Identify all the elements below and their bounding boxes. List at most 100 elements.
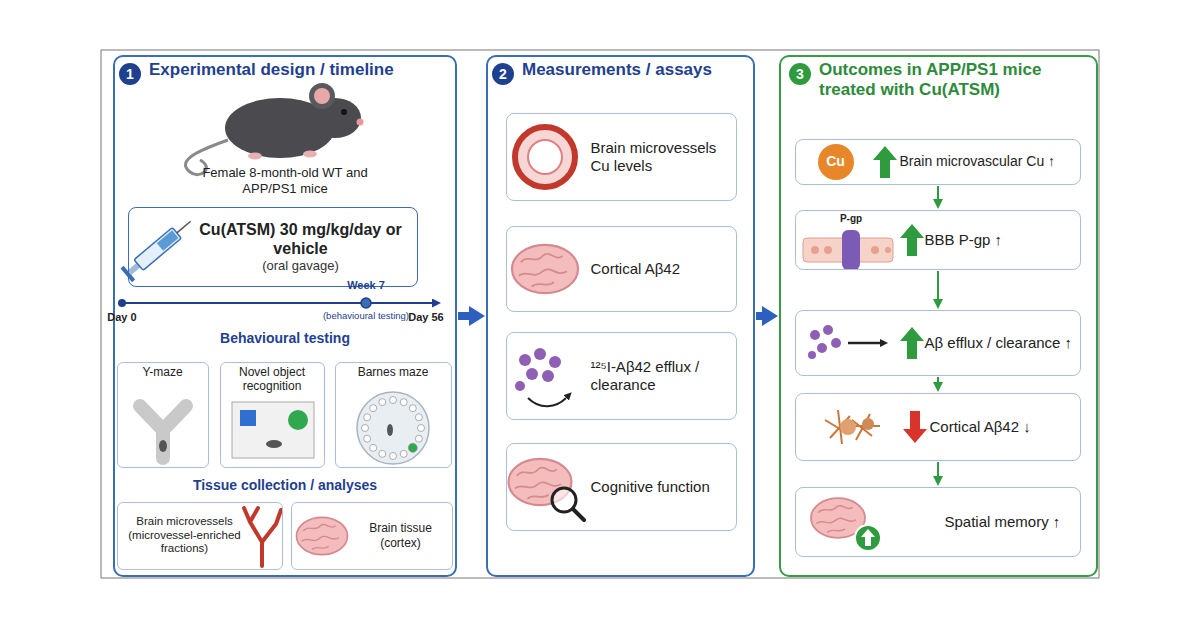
assay-box: ¹²⁵I-Aβ42 efflux / clearance [506, 332, 737, 420]
novel-object-icon [240, 410, 256, 426]
text-area: 2 [492, 63, 514, 85]
barnes-maze-icon [379, 450, 386, 457]
outer-frame [101, 50, 1099, 578]
text-area: Spatial memory ↑ [945, 489, 1077, 555]
bbb-membrane-icon [824, 246, 832, 254]
flow-arrow [937, 186, 939, 199]
barnes-maze-icon [400, 399, 407, 406]
text-area: Y-maze [119, 365, 207, 397]
increase-arrow [900, 224, 924, 256]
tissue-box-text: Brain tissue (cortex) [353, 521, 449, 550]
text-area: Barnes maze [337, 365, 450, 397]
efflux-icon [831, 338, 841, 348]
barnes-maze-icon [364, 435, 371, 442]
copper-circle-text: Cu [818, 153, 854, 170]
novel-object-icon [232, 402, 314, 458]
text-area: Novel object recognition [222, 365, 323, 399]
mouse-illustration [248, 153, 262, 160]
plaque-icon [840, 419, 856, 435]
assay-box: Cognitive function [506, 443, 737, 531]
test-box-text: Novel object recognition [222, 365, 323, 394]
microvessel-icon [244, 508, 281, 566]
memory-icon [855, 525, 881, 551]
syringe-icon [121, 214, 197, 282]
amyloid-dots-icon [515, 348, 566, 406]
panel-text: Outcomes in APP/PS1 mice treated with Cu… [819, 60, 1069, 101]
brain-icon [297, 517, 348, 554]
copper-circle: Cu [818, 144, 854, 180]
text-area: Measurements / assays [522, 60, 747, 88]
test-box: Barnes maze [335, 362, 452, 468]
barnes-maze-icon [390, 397, 397, 404]
amyloid-dots-icon [549, 356, 561, 368]
section-heading: Behavioural testing [185, 330, 385, 347]
plaque-icon [862, 418, 874, 430]
assay-box-text: ¹²⁵I-Aβ42 efflux / clearance [591, 358, 731, 394]
amyloid-dots-icon [515, 381, 525, 391]
novel-object-icon [232, 402, 314, 458]
vessel-ring-icon [528, 140, 562, 174]
panel: Outcomes in APP/PS1 mice treated with Cu… [779, 55, 1098, 577]
barnes-maze-icon [387, 424, 393, 436]
increase-arrow [873, 146, 897, 178]
step-number-text: 1 [119, 66, 141, 83]
mouse-illustration [303, 151, 317, 158]
y-maze-icon [140, 406, 186, 458]
y-maze-icon [159, 440, 167, 452]
text-area: Brain microvessels (microvessel-enriched… [121, 506, 249, 566]
flow-arrow [937, 462, 939, 476]
y-maze-icon [156, 430, 170, 458]
timeline [122, 302, 432, 304]
text-area: BBB P-gp ↑ [925, 212, 1077, 268]
efflux-icon [848, 342, 880, 345]
efflux-icon [810, 330, 820, 340]
panel-text: Measurements / assays [522, 60, 747, 80]
brain-icon [512, 245, 578, 293]
barnes-maze-icon [364, 414, 371, 421]
timeline [361, 298, 371, 308]
protein-label: P-gp [826, 213, 876, 225]
cognition-icon [509, 459, 585, 520]
flow-arrow [937, 377, 939, 382]
text-area: Cognitive function [591, 447, 731, 527]
timeline-note: (behavioural testing) [309, 310, 423, 321]
outcome-box: BBB P-gp ↑ [795, 210, 1081, 270]
plaque-icon [825, 410, 880, 444]
mouse-illustration [341, 109, 347, 115]
outcome-box: Aβ efflux / clearance ↑ [795, 310, 1081, 376]
text-area: Cortical Aβ42 [591, 230, 731, 308]
test-box: Y-maze [117, 362, 209, 468]
amyloid-dots-icon [528, 398, 566, 406]
syringe-icon [177, 221, 191, 233]
bbb-membrane-icon [871, 246, 879, 254]
flow-arrow [458, 312, 469, 320]
outcome-box-text: Spatial memory ↑ [945, 513, 1077, 531]
bbb-membrane-icon [811, 246, 819, 254]
barnes-maze-icon [408, 443, 417, 452]
text-area: Brain tissue (cortex) [353, 506, 449, 566]
assay-box-text: Cortical Aβ42 [591, 260, 731, 278]
amyloid-dots-icon [519, 354, 531, 366]
subject-label: Female 8-month-old WT and APP/PS1 mice [195, 165, 375, 196]
barnes-maze-icon [418, 425, 425, 432]
assay-box-text: Cognitive function [591, 478, 731, 496]
barnes-maze-icon [362, 397, 425, 460]
panel: Measurements / assays2Brain microvessels… [486, 55, 755, 577]
dose-box-text: (oral gavage) [190, 258, 412, 274]
barnes-maze-icon [409, 405, 416, 412]
efflux-icon [817, 343, 827, 353]
outcome-box: Brain microvascular Cu ↑Cu [795, 139, 1081, 185]
flow-arrow [937, 271, 939, 299]
tissue-box: Brain tissue (cortex) [291, 502, 453, 570]
efflux-icon [808, 325, 880, 359]
outcome-box: Cortical Aβ42 ↓ [795, 393, 1081, 461]
timeline-label: Week 7 [336, 279, 396, 292]
microvessel-icon [244, 508, 281, 566]
step-number-text: 3 [789, 66, 811, 83]
dose-box-text: Cu(ATSM) 30 mg/kg/day or vehicle [190, 220, 412, 258]
step-number: 2 [492, 63, 514, 85]
text-area: Cortical Aβ42 ↓ [930, 395, 1077, 459]
barnes-maze-icon [400, 450, 407, 457]
test-box-text: Y-maze [119, 365, 207, 379]
novel-object-icon [288, 410, 308, 430]
